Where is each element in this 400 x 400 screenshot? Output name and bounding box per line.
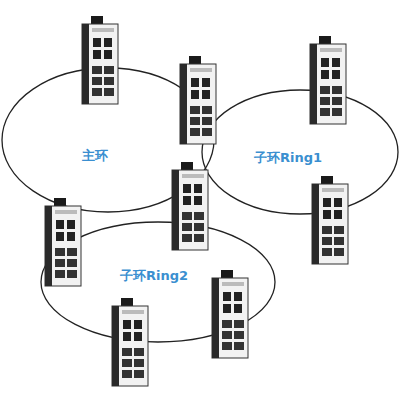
- switch: [112, 298, 148, 386]
- switch: [312, 176, 348, 264]
- switch: [212, 270, 248, 358]
- switch: [82, 16, 118, 104]
- switch: [310, 36, 346, 124]
- switch: [45, 198, 81, 286]
- sub-ring-1: [202, 90, 398, 214]
- ring-label: 子环Ring1: [252, 150, 324, 166]
- ring-label: 子环Ring2: [118, 268, 190, 284]
- ring-label: 主环: [80, 148, 110, 164]
- switch: [180, 56, 216, 144]
- switch: [172, 162, 208, 250]
